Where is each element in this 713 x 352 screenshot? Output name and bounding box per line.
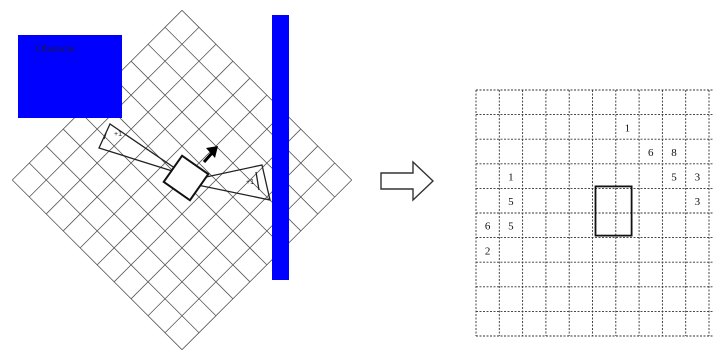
obstacle-label: Obstacle (36, 43, 75, 55)
heading-arrow-icon (202, 146, 218, 163)
occupancy-grid: 168153538652 (475, 89, 713, 337)
rotated-grid-line (147, 145, 319, 317)
rotated-robot-grid (12, 10, 352, 350)
cell-value: 1 (508, 172, 514, 184)
wall-bar (272, 15, 289, 280)
sensor-label-right: +1 (246, 179, 254, 186)
rotated-grid-line (113, 111, 285, 283)
obstacle: Obstacle (18, 35, 122, 118)
right-arrow-icon (380, 160, 435, 202)
cell-value: 3 (695, 172, 701, 184)
robot-footprint (594, 185, 633, 237)
rotated-grid-line (181, 179, 352, 350)
cell-value: 8 (671, 147, 677, 159)
rotated-grid-line (12, 179, 183, 350)
rotated-grid-line (28, 162, 200, 334)
cell-value: 6 (648, 147, 654, 159)
cell-value: 5 (508, 196, 514, 208)
sensor-label-left: +1 (114, 131, 122, 138)
rotated-grid-line (62, 128, 234, 300)
rotated-grid-line (79, 111, 251, 283)
cell-value: 1 (625, 122, 631, 134)
cell-value: 6 (485, 221, 491, 233)
cell-value: 5 (671, 172, 677, 184)
rotated-grid-line (164, 162, 336, 334)
cell-value: 5 (508, 221, 514, 233)
sensor-cone-right: +1 (182, 164, 271, 201)
cell-value: 2 (485, 245, 491, 257)
obstacle-block (18, 35, 122, 118)
robot-body (162, 154, 210, 202)
sensor-cone-left: +1 (98, 123, 186, 176)
rotated-grid-line (45, 145, 217, 317)
cell-value: 3 (695, 196, 701, 208)
